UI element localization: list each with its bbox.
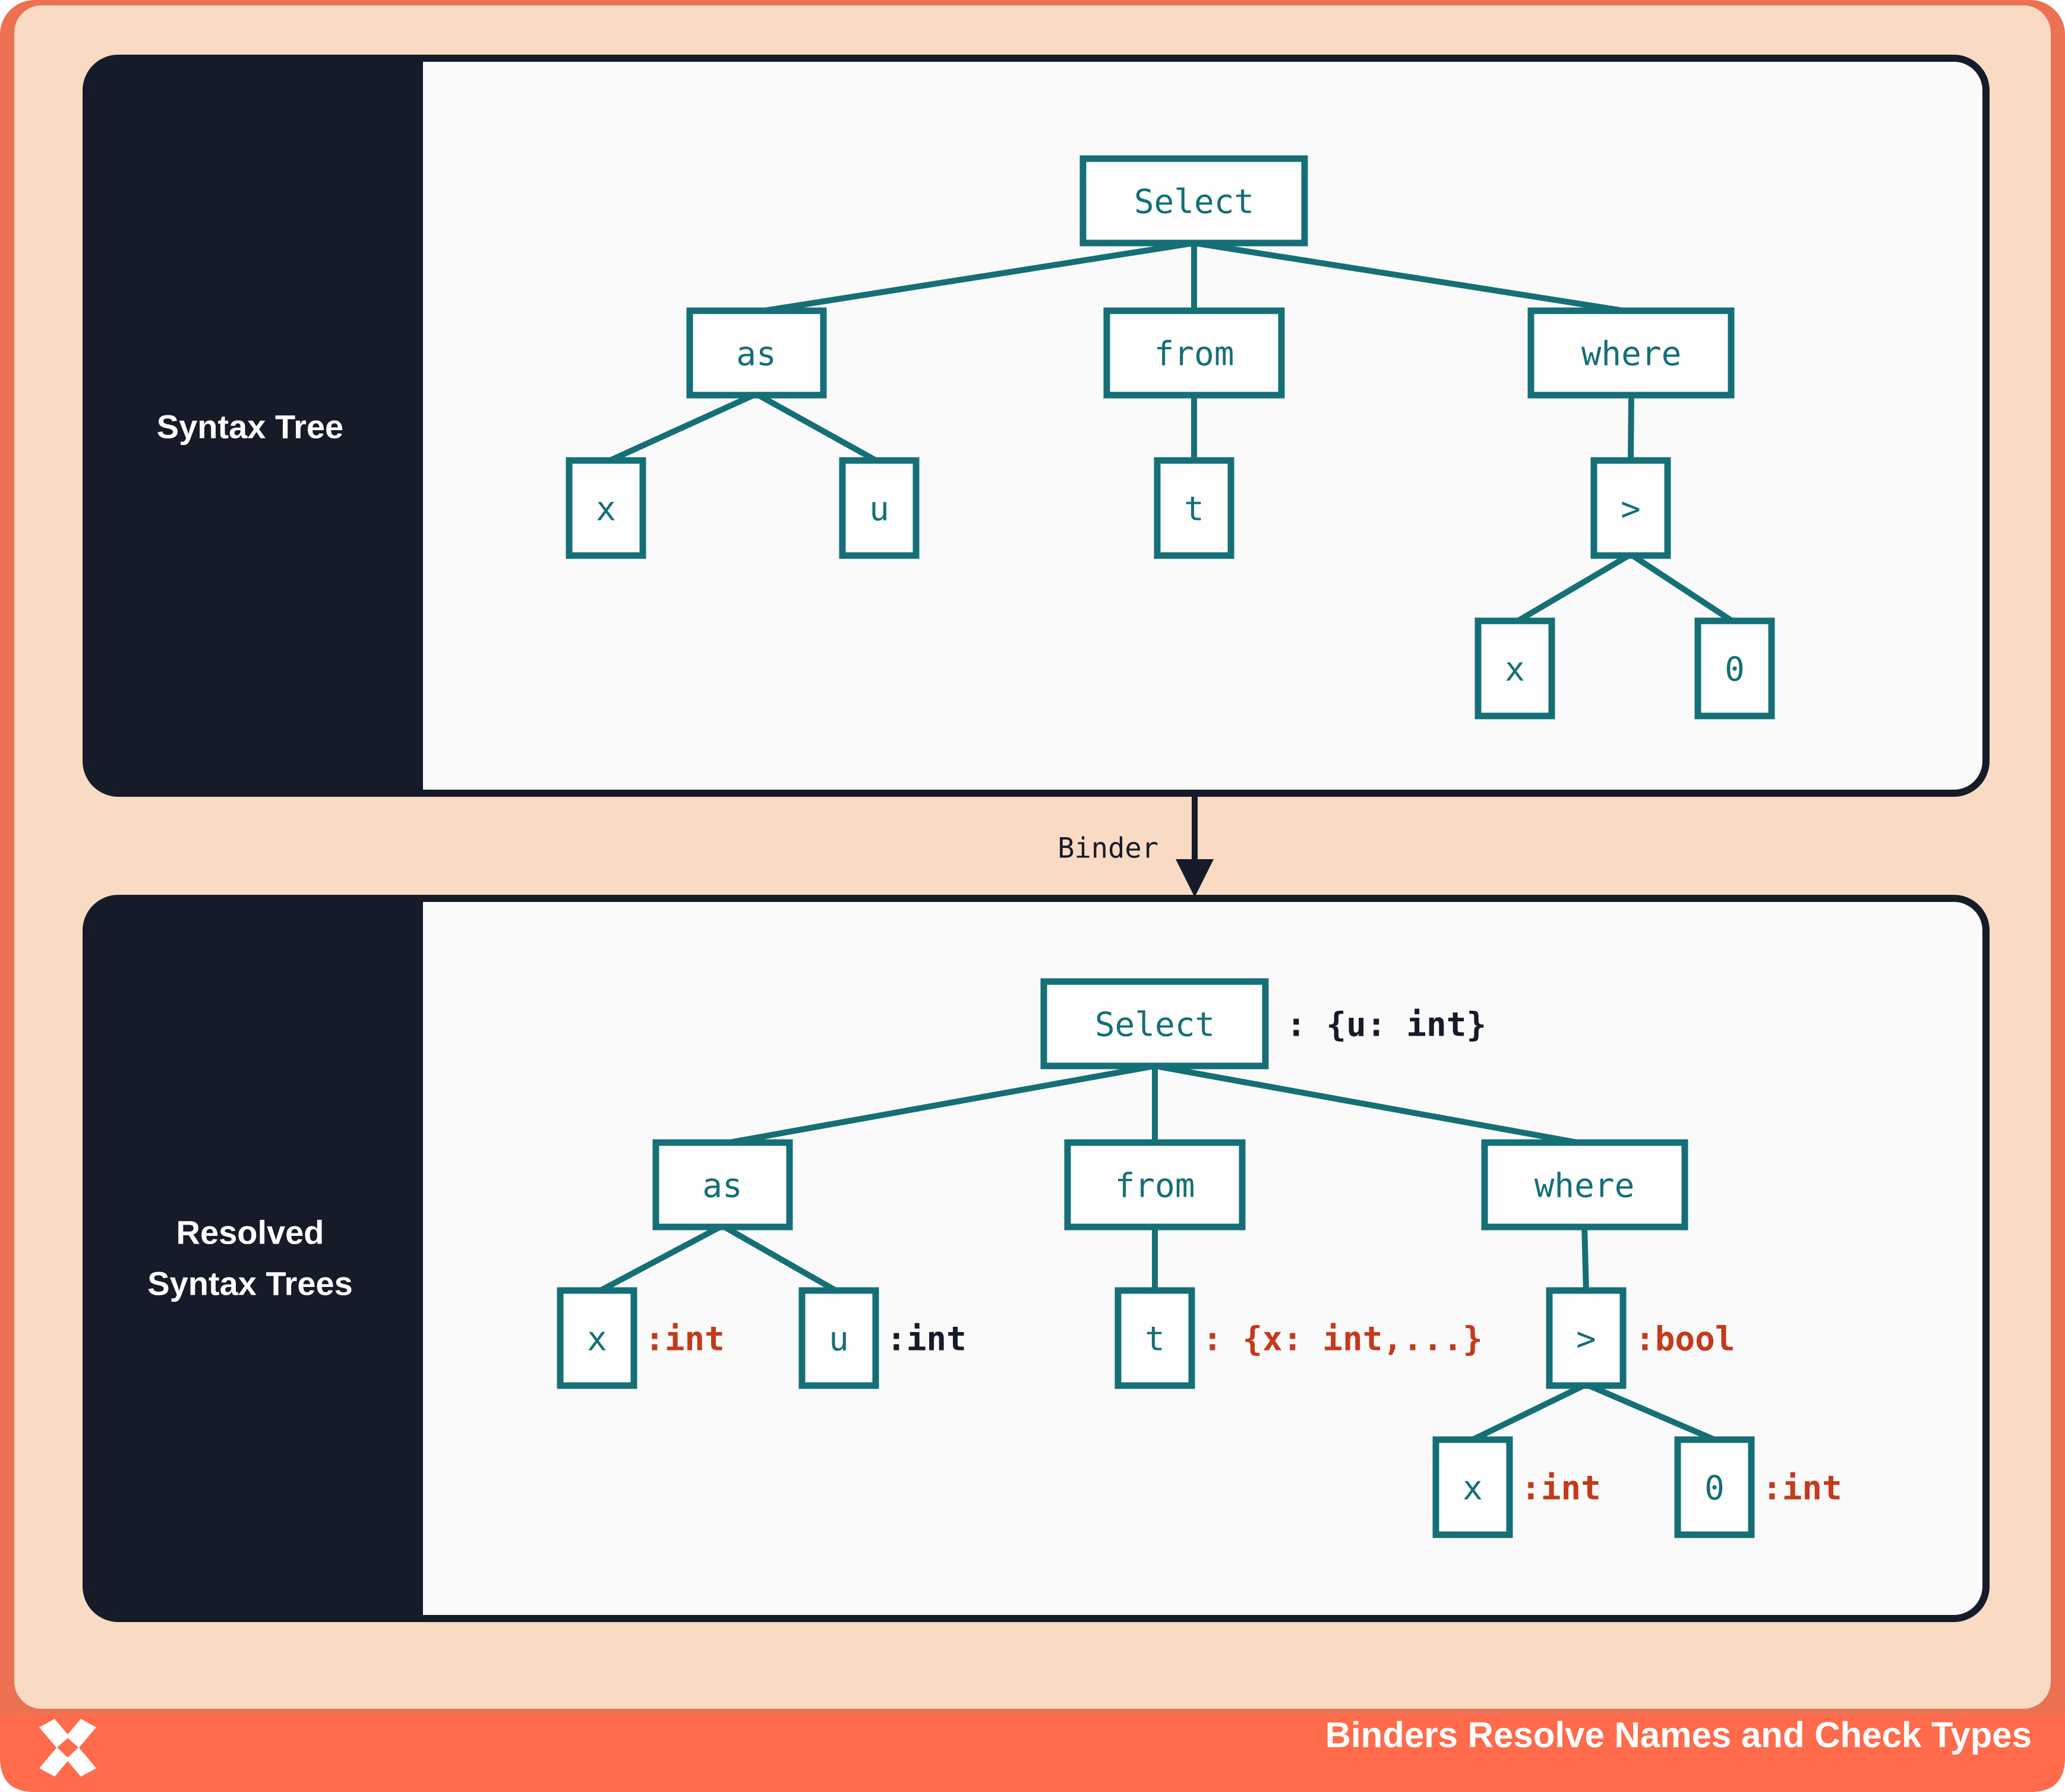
bottom-tree-edges: [595, 1063, 1716, 1443]
node-u-label: u: [869, 490, 889, 529]
edge-select-where: [1154, 1063, 1585, 1147]
node-as: [652, 1139, 793, 1231]
node-select-label: Select: [1134, 183, 1254, 222]
top-panel-sidebar: [90, 62, 423, 790]
edge-where-gt: [1581, 1225, 1589, 1293]
edge-as-u: [754, 391, 881, 465]
node-where: [1527, 307, 1735, 399]
annotation-gt-type: :bool: [1635, 1320, 1735, 1359]
edge-select-as: [722, 1063, 1155, 1147]
node-u-label: u: [829, 1320, 849, 1359]
node-as-label: as: [736, 335, 776, 374]
annotation-x1-type: :int: [645, 1320, 725, 1359]
node-x2: [1432, 1436, 1513, 1538]
bottom-panel: Resolved Syntax Trees Select : {u: int} …: [83, 895, 1990, 1622]
top-tree-nodes: Select as from where x u t > x 0: [566, 155, 1775, 720]
edge-gt-x: [1513, 551, 1633, 626]
top-panel-box: [83, 55, 1990, 797]
node-as: [686, 307, 827, 399]
annotation-zero-type: :int: [1762, 1469, 1842, 1508]
node-from: [1103, 307, 1285, 399]
bottom-panel-title-line2: Syntax Trees: [147, 1265, 353, 1302]
node-u: [798, 1287, 879, 1389]
node-select: [1040, 978, 1269, 1069]
bottom-panel-sidebar: [90, 902, 423, 1615]
top-panel-title: Syntax Tree: [157, 408, 343, 446]
node-where: [1481, 1139, 1688, 1231]
edge-select-as: [756, 240, 1195, 315]
node-x2: [1474, 617, 1555, 720]
edge-gt-zero: [1629, 551, 1736, 626]
annotation-t-type: : {x: int,...}: [1202, 1320, 1483, 1359]
footer-bar: Binders Resolve Names and Check Types: [0, 1715, 2065, 1792]
node-select-label: Select: [1095, 1006, 1215, 1045]
node-gt: [1546, 1287, 1627, 1389]
node-zero: [1694, 617, 1775, 720]
node-x1: [557, 1287, 637, 1389]
edge-gt-x: [1471, 1381, 1588, 1443]
node-x2-label: x: [1463, 1469, 1483, 1508]
node-zero: [1674, 1436, 1755, 1538]
bottom-tree-nodes: Select : {u: int} as from where x :int u…: [557, 978, 1842, 1538]
top-panel: Syntax Tree Select as from where x: [83, 55, 1990, 797]
node-x1: [566, 457, 646, 559]
node-from: [1064, 1139, 1246, 1231]
node-x1-label: x: [596, 490, 616, 529]
binder-label: Binder: [1057, 832, 1158, 865]
binder-arrow-head: [1176, 859, 1214, 897]
annotation-select-type: : {u: int}: [1286, 1006, 1486, 1045]
bottom-panel-title-line1: Resolved: [176, 1214, 324, 1251]
node-x2-label: x: [1505, 651, 1525, 689]
node-t-label: t: [1145, 1320, 1165, 1359]
binder-transform: Binder: [1057, 795, 1214, 897]
node-u: [839, 457, 920, 559]
node-where-label: where: [1581, 335, 1682, 374]
node-t: [1114, 1287, 1195, 1389]
node-where-label: where: [1534, 1167, 1635, 1206]
node-zero-label: 0: [1704, 1469, 1725, 1508]
footer-background: [0, 1715, 2065, 1792]
node-gt-label: >: [1621, 490, 1641, 529]
node-zero-label: 0: [1725, 651, 1745, 689]
edge-as-x: [604, 391, 758, 465]
node-gt-label: >: [1576, 1320, 1596, 1359]
node-from-label: from: [1115, 1167, 1195, 1206]
top-tree-edges: [604, 240, 1736, 626]
edge-as-x: [595, 1223, 724, 1295]
node-t: [1154, 457, 1234, 559]
edge-as-u: [721, 1223, 841, 1295]
node-from-label: from: [1154, 335, 1234, 374]
brand-x-logo-icon: [39, 1719, 96, 1777]
edge-gt-zero: [1585, 1381, 1716, 1443]
node-select: [1079, 155, 1308, 247]
footer-title: Binders Resolve Names and Check Types: [1325, 1715, 2032, 1755]
edge-select-where: [1193, 240, 1632, 315]
node-gt: [1590, 457, 1671, 559]
annotation-x2-type: :int: [1521, 1469, 1601, 1508]
node-t-label: t: [1184, 490, 1204, 529]
node-x1-label: x: [587, 1320, 607, 1359]
node-as-label: as: [702, 1167, 742, 1206]
annotation-u-type: :int: [886, 1320, 967, 1359]
logo-center-diamond: [57, 1738, 78, 1758]
